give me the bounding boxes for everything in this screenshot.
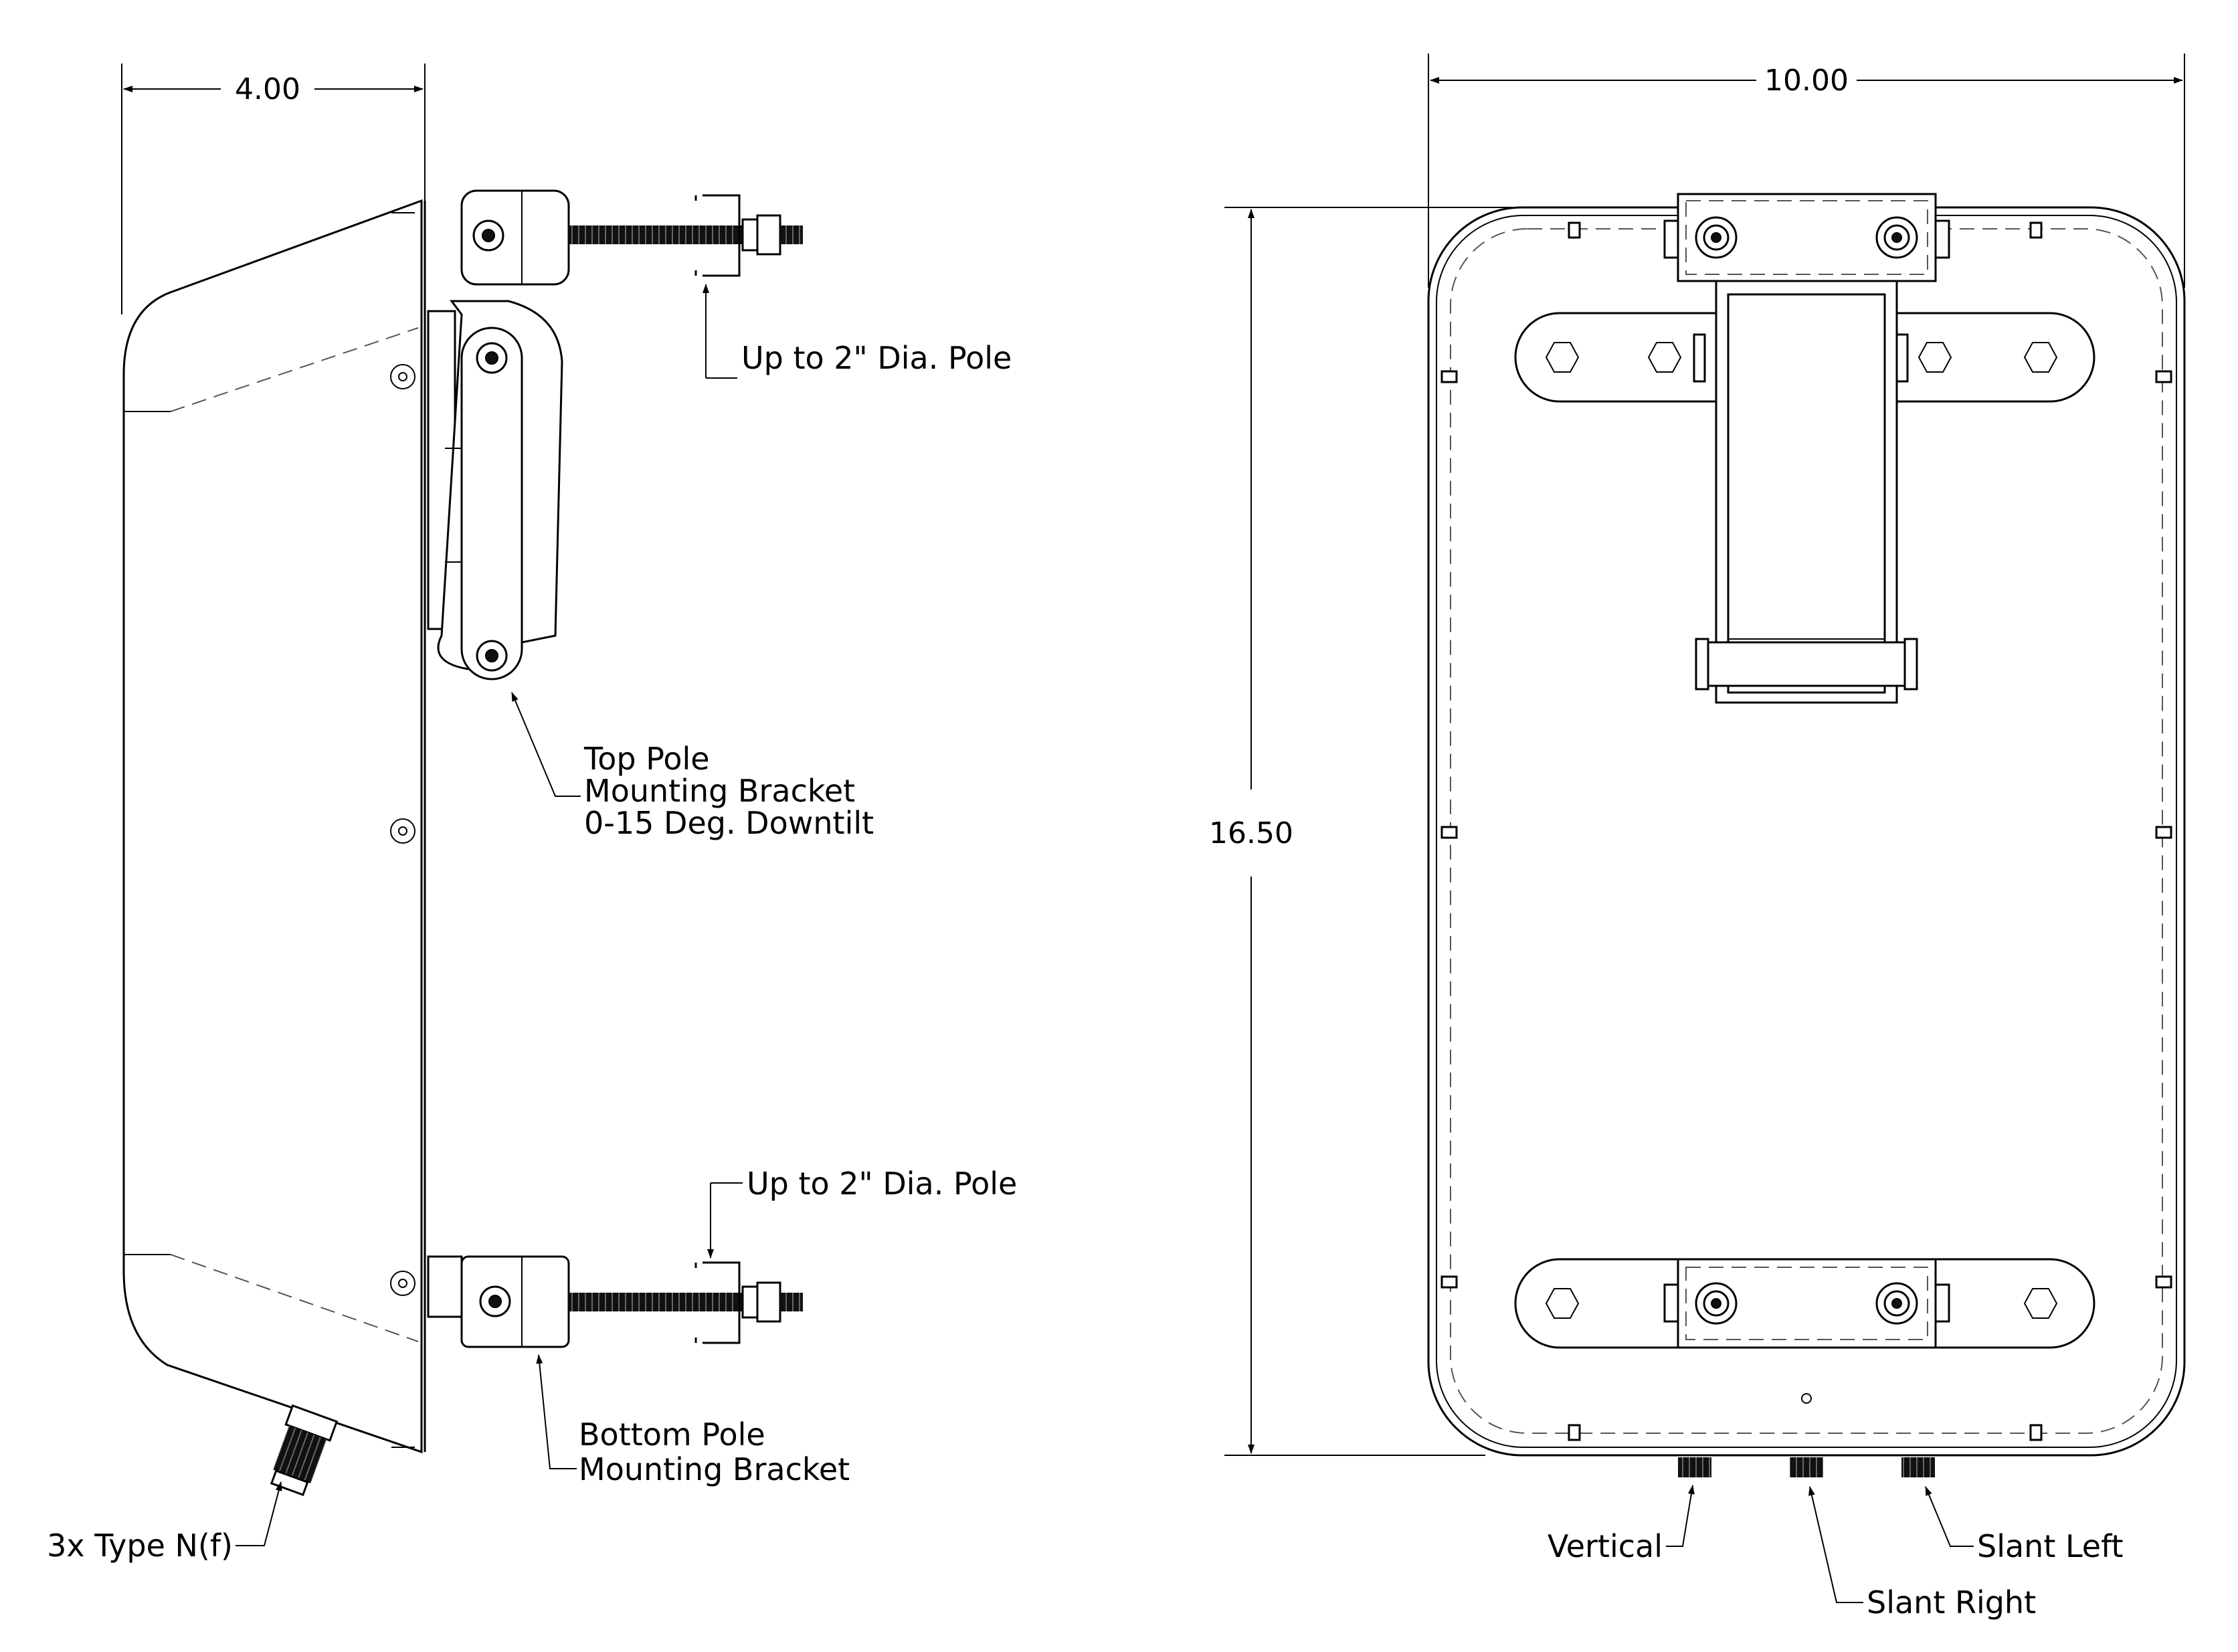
callout-bottom-bracket-line1: Bottom Pole (579, 1416, 765, 1453)
callout-port-vertical: Vertical (1548, 1485, 1695, 1564)
callout-port-slant-right: Slant Right (1808, 1486, 2036, 1621)
callout-port-slant-left: Slant Left (1925, 1486, 2124, 1564)
callout-port-slant-right-label: Slant Right (1867, 1584, 2036, 1621)
bottom-clamp-side (569, 1261, 803, 1344)
callout-bottom-bracket: Bottom Pole Mounting Bracket (536, 1354, 850, 1487)
callout-port-vertical-label: Vertical (1548, 1528, 1663, 1564)
side-screws (390, 364, 415, 1296)
bottom-crossbar (1514, 1258, 2095, 1349)
dimension-side-width: 4.00 (121, 64, 426, 314)
bottom-bracket-side (427, 1255, 570, 1348)
top-bracket-side (427, 189, 570, 680)
n-connector-side (270, 1404, 339, 1496)
callout-top-pole-dia-label: Up to 2" Dia. Pole (741, 340, 1012, 376)
dimension-front-width: 10.00 (1428, 54, 2185, 288)
callout-top-bracket-line3: 0-15 Deg. Downtilt (584, 805, 874, 841)
side-view: 4.00 (47, 64, 1017, 1564)
callout-top-bracket-line1: Top Pole (583, 741, 710, 777)
callout-top-bracket: Top Pole Mounting Bracket 0-15 Deg. Down… (511, 692, 874, 841)
callout-bottom-pole-dia-label: Up to 2" Dia. Pole (747, 1166, 1017, 1202)
front-connectors (1678, 1457, 1935, 1477)
front-view: 10.00 16.50 (1209, 54, 2186, 1621)
hinge-arm (1693, 280, 1918, 704)
callout-bottom-pole-dia: Up to 2" Dia. Pole (707, 1166, 1017, 1259)
radome-side (122, 199, 426, 1454)
callout-port-slant-left-label: Slant Left (1977, 1528, 2124, 1564)
callout-connectors-label: 3x Type N(f) (47, 1528, 233, 1564)
callout-bottom-bracket-line2: Mounting Bracket (579, 1451, 850, 1487)
dimension-front-height: 16.50 (1209, 207, 1512, 1456)
dimension-front-height-label: 16.50 (1209, 816, 1293, 850)
edge-tabs (1440, 221, 2172, 1441)
top-clamp-side (569, 194, 803, 277)
callout-connectors: 3x Type N(f) (47, 1481, 282, 1564)
callout-top-pole-dia: Up to 2" Dia. Pole (703, 284, 1012, 379)
dimension-side-width-label: 4.00 (235, 72, 300, 106)
top-bracket-front (1663, 193, 1950, 282)
vent-hole (1801, 1393, 1812, 1404)
callout-top-bracket-line2: Mounting Bracket (584, 773, 855, 809)
dimension-front-width-label: 10.00 (1764, 64, 1849, 98)
